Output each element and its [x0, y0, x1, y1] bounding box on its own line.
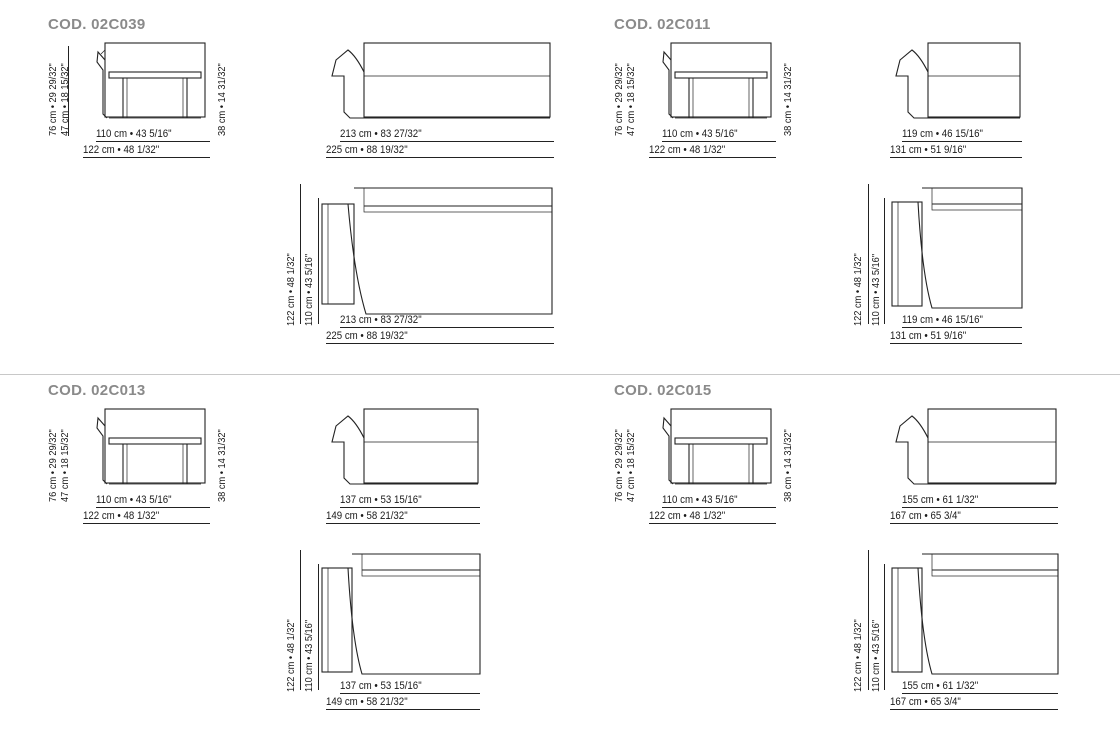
- side-view-drawing: [662, 42, 772, 119]
- plan-depth-outer: 122 cm • 48 1/32": [285, 253, 297, 326]
- section-divider: [0, 374, 1120, 375]
- side-seat-label: 47 cm • 18 15/32": [59, 63, 71, 136]
- dim-line: [902, 693, 1058, 694]
- side-depth-outer: 122 cm • 48 1/32": [649, 510, 726, 522]
- side-seat-label: 47 cm • 18 15/32": [625, 429, 637, 502]
- dim-line: [318, 564, 319, 690]
- side-arm-label: 38 cm • 14 31/32": [782, 429, 794, 502]
- front-view-drawing: [895, 408, 1057, 485]
- plan-depth-inner: 110 cm • 43 5/16": [870, 253, 882, 326]
- dim-line: [83, 157, 210, 158]
- front-width-inner: 137 cm • 53 15/16": [340, 494, 422, 506]
- dim-line: [96, 507, 210, 508]
- dim-line: [340, 507, 480, 508]
- side-arm-label: 38 cm • 14 31/32": [216, 429, 228, 502]
- front-width-inner: 213 cm • 83 27/32": [340, 128, 422, 140]
- plan-width-outer: 149 cm • 58 21/32": [326, 696, 408, 708]
- plan-depth-outer: 122 cm • 48 1/32": [852, 253, 864, 326]
- plan-width-inner: 155 cm • 61 1/32": [902, 680, 979, 692]
- plan-width-outer: 167 cm • 65 3/4": [890, 696, 961, 708]
- plan-view-drawing: [891, 187, 1023, 309]
- plan-width-outer: 131 cm • 51 9/16": [890, 330, 967, 342]
- side-view-drawing: [96, 42, 206, 119]
- front-width-inner: 119 cm • 46 15/16": [902, 128, 983, 140]
- product-code: COD. 02C039: [48, 16, 146, 33]
- plan-depth-inner: 110 cm • 43 5/16": [303, 619, 315, 692]
- side-view-drawing: [96, 408, 206, 485]
- plan-depth-outer: 122 cm • 48 1/32": [285, 619, 297, 692]
- side-seat-label: 47 cm • 18 15/32": [59, 429, 71, 502]
- plan-view-drawing: [891, 553, 1059, 675]
- dim-line: [326, 343, 554, 344]
- dim-line: [868, 184, 869, 324]
- product-code: COD. 02C011: [614, 16, 711, 33]
- module-02c013: COD. 02C013 76 cm • 29 29/32" 47 cm • 18…: [0, 382, 560, 745]
- product-code: COD. 02C015: [614, 382, 712, 399]
- plan-depth-inner: 110 cm • 43 5/16": [303, 253, 315, 326]
- plan-width-inner: 119 cm • 46 15/16": [902, 314, 983, 326]
- plan-view-drawing: [321, 553, 481, 675]
- dim-line: [83, 523, 210, 524]
- front-width-outer: 149 cm • 58 21/32": [326, 510, 408, 522]
- plan-depth-outer: 122 cm • 48 1/32": [852, 619, 864, 692]
- dim-line: [326, 709, 480, 710]
- dim-line: [326, 523, 480, 524]
- side-depth-outer: 122 cm • 48 1/32": [649, 144, 726, 156]
- dim-line: [300, 550, 301, 690]
- height-dim-line: [68, 46, 69, 136]
- front-view-drawing: [331, 42, 551, 119]
- side-view-drawing: [662, 408, 772, 485]
- side-depth-outer: 122 cm • 48 1/32": [83, 144, 160, 156]
- side-depth-inner: 110 cm • 43 5/16": [662, 128, 738, 140]
- side-seat-label: 47 cm • 18 15/32": [625, 63, 637, 136]
- dim-line: [318, 198, 319, 324]
- front-width-inner: 155 cm • 61 1/32": [902, 494, 979, 506]
- side-arm-label: 38 cm • 14 31/32": [216, 63, 228, 136]
- module-02c015: COD. 02C015 76 cm • 29 29/32" 47 cm • 18…: [566, 382, 1120, 745]
- product-code: COD. 02C013: [48, 382, 146, 399]
- front-width-outer: 167 cm • 65 3/4": [890, 510, 961, 522]
- side-depth-inner: 110 cm • 43 5/16": [662, 494, 738, 506]
- side-depth-outer: 122 cm • 48 1/32": [83, 510, 160, 522]
- dim-line: [326, 157, 554, 158]
- dim-line: [890, 523, 1058, 524]
- side-height-label: 76 cm • 29 29/32": [47, 429, 59, 502]
- plan-width-outer: 225 cm • 88 19/32": [326, 330, 408, 342]
- front-width-outer: 131 cm • 51 9/16": [890, 144, 967, 156]
- dim-line: [96, 141, 210, 142]
- dim-line: [662, 507, 776, 508]
- dim-line: [902, 141, 1022, 142]
- module-02c039: COD. 02C039 76 cm • 29 29/32" 47 cm • 18…: [0, 16, 560, 379]
- dim-line: [662, 141, 776, 142]
- dim-line: [649, 157, 776, 158]
- dim-line: [340, 693, 480, 694]
- dim-line: [902, 507, 1058, 508]
- side-height-label: 76 cm • 29 29/32": [613, 429, 625, 502]
- dim-line: [890, 157, 1022, 158]
- dim-line: [649, 523, 776, 524]
- plan-view-drawing: [321, 187, 553, 315]
- side-depth-inner: 110 cm • 43 5/16": [96, 128, 172, 140]
- front-width-outer: 225 cm • 88 19/32": [326, 144, 408, 156]
- dim-line: [868, 550, 869, 690]
- plan-width-inner: 137 cm • 53 15/16": [340, 680, 422, 692]
- dim-line: [890, 709, 1058, 710]
- side-height-label: 76 cm • 29 29/32": [47, 63, 59, 136]
- front-view-drawing: [331, 408, 479, 485]
- module-02c011: COD. 02C011 76 cm • 29 29/32" 47 cm • 18…: [566, 16, 1120, 379]
- dim-line: [300, 184, 301, 324]
- plan-depth-inner: 110 cm • 43 5/16": [870, 619, 882, 692]
- dim-line: [902, 327, 1022, 328]
- dim-line: [884, 564, 885, 690]
- plan-width-inner: 213 cm • 83 27/32": [340, 314, 422, 326]
- side-height-label: 76 cm • 29 29/32": [613, 63, 625, 136]
- side-depth-inner: 110 cm • 43 5/16": [96, 494, 172, 506]
- dim-line: [340, 141, 554, 142]
- dim-line: [884, 198, 885, 324]
- side-arm-label: 38 cm • 14 31/32": [782, 63, 794, 136]
- dim-line: [890, 343, 1022, 344]
- dim-line: [340, 327, 554, 328]
- front-view-drawing: [895, 42, 1021, 119]
